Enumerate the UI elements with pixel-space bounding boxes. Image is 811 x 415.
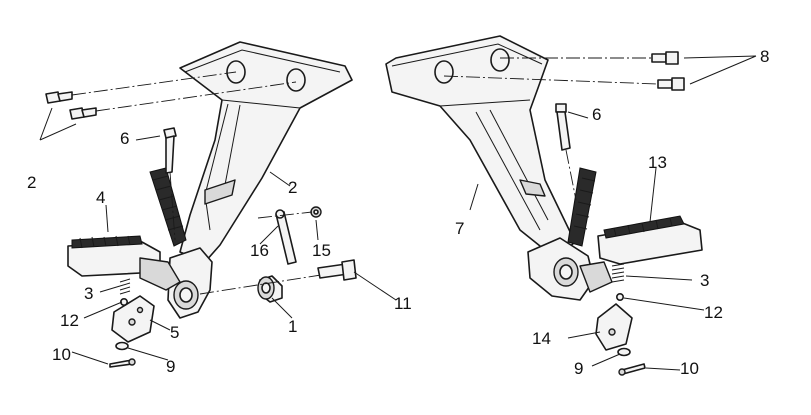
- left-footpeg-assembly: 2 6 2 4 3 12 5 10 9 1 11 16 15: [27, 41, 412, 376]
- callout-7-right: 7: [455, 219, 464, 238]
- left-washer-part-9: [115, 341, 129, 351]
- callout-12-right: 12: [704, 303, 723, 322]
- right-plate-part-14: [595, 303, 633, 351]
- right-ball-part-12: [615, 292, 624, 301]
- right-bracket-part-7: [385, 35, 597, 301]
- left-footpeg-part-4: [67, 235, 181, 291]
- callout-9-left: 9: [166, 357, 175, 376]
- callout-10-right: 10: [680, 359, 699, 378]
- callout-8-right: 8: [760, 47, 769, 66]
- right-spring-part-3: [611, 263, 625, 283]
- left-spring-part-3: [119, 278, 131, 295]
- callout-1-left: 1: [288, 317, 297, 336]
- callout-16-left: 16: [250, 241, 269, 260]
- left-bolt-part-6: [163, 127, 177, 241]
- right-leader-lines: [469, 55, 757, 371]
- right-bolts-part-8: [443, 51, 685, 91]
- callout-4-left: 4: [96, 188, 105, 207]
- left-bolts-part-8: [45, 71, 297, 120]
- left-plate-part-5: [111, 295, 155, 343]
- callout-13-right: 13: [648, 153, 667, 172]
- left-leader-lines: [39, 107, 397, 365]
- callout-10-left: 10: [52, 345, 71, 364]
- callout-6-right: 6: [592, 105, 601, 124]
- callout-3-left: 3: [84, 284, 93, 303]
- callout-3-right: 3: [700, 271, 709, 290]
- callout-12-left: 12: [60, 311, 79, 330]
- right-washer-part-9: [617, 347, 631, 357]
- callout-15-left: 15: [312, 241, 331, 260]
- left-bracket-part-2: [149, 41, 353, 319]
- left-clip-part-15: [257, 206, 322, 219]
- left-pin-part-16: [275, 209, 297, 265]
- right-footpeg-assembly: 8 6 7 13 3 12 14 9 10: [385, 35, 769, 378]
- right-footpeg-part-13: [579, 215, 703, 293]
- callout-8-left: 2: [27, 173, 36, 192]
- right-pin-head: [618, 368, 626, 376]
- left-bolt-part-11: [199, 259, 357, 295]
- callout-6-left: 6: [120, 129, 129, 148]
- callout-5-left: 5: [170, 323, 179, 342]
- right-bolt-part-6: [555, 103, 577, 201]
- callout-11-left: 11: [394, 294, 412, 313]
- callout-14-right: 14: [532, 329, 551, 348]
- callout-9-right: 9: [574, 359, 583, 378]
- left-bushing-part-1: [257, 275, 283, 303]
- left-pin-head: [128, 358, 136, 366]
- callout-2-left: 2: [288, 178, 297, 197]
